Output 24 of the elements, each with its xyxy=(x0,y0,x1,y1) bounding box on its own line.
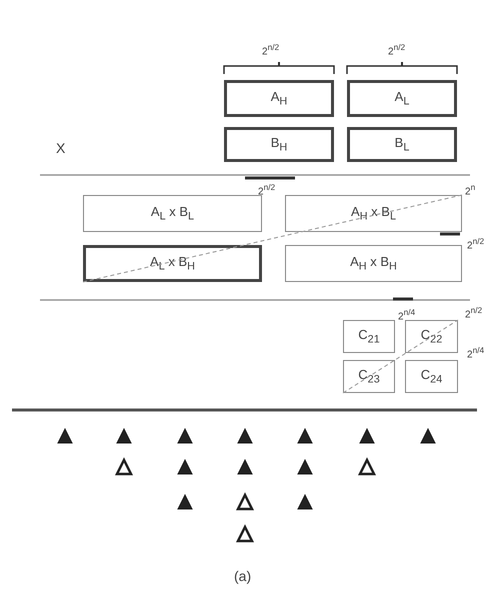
term-box: B$_{H}$ xyxy=(224,127,334,162)
exponent-label: 2$^{n/2}$ xyxy=(262,42,280,58)
symbol-label: X xyxy=(56,140,66,156)
term-box: A$_{H}$ x B$_{L}$ xyxy=(285,195,462,232)
dashed-line xyxy=(82,194,462,282)
term-box: B$_{L}$ xyxy=(347,127,457,162)
exponent-label: 2$^{n/2}$ xyxy=(467,236,484,252)
term-box: A$_{H}$ x B$_{H}$ xyxy=(285,245,462,282)
exponent-label: 2$^{n/4}$ xyxy=(467,345,484,360)
term-box: C$_{24}$ xyxy=(405,360,458,393)
exponent-label: 2$^{n/2}$ xyxy=(388,42,406,58)
term-box: C$_{22}$ xyxy=(405,320,458,353)
exponent-label: 2$^{n/2}$ xyxy=(465,305,482,320)
term-box: C$_{21}$ xyxy=(343,320,395,353)
term-box: A$_{L}$ x B$_{L}$ xyxy=(83,195,262,232)
term-box: C$_{23}$ xyxy=(343,360,395,393)
dashed-line xyxy=(342,320,458,394)
exponent-label: 2$^{n}$ xyxy=(465,182,476,198)
exponent-label: 2$^{n/2}$ xyxy=(258,182,276,198)
exponent-label: 2$^{n/4}$ xyxy=(398,307,416,322)
term-box: A$_{H}$ xyxy=(224,80,334,117)
term-box: A$_{L}$ x B$_{H}$ xyxy=(83,245,262,282)
caption: (a) xyxy=(234,568,252,584)
term-box: A$_{L}$ xyxy=(347,80,457,117)
